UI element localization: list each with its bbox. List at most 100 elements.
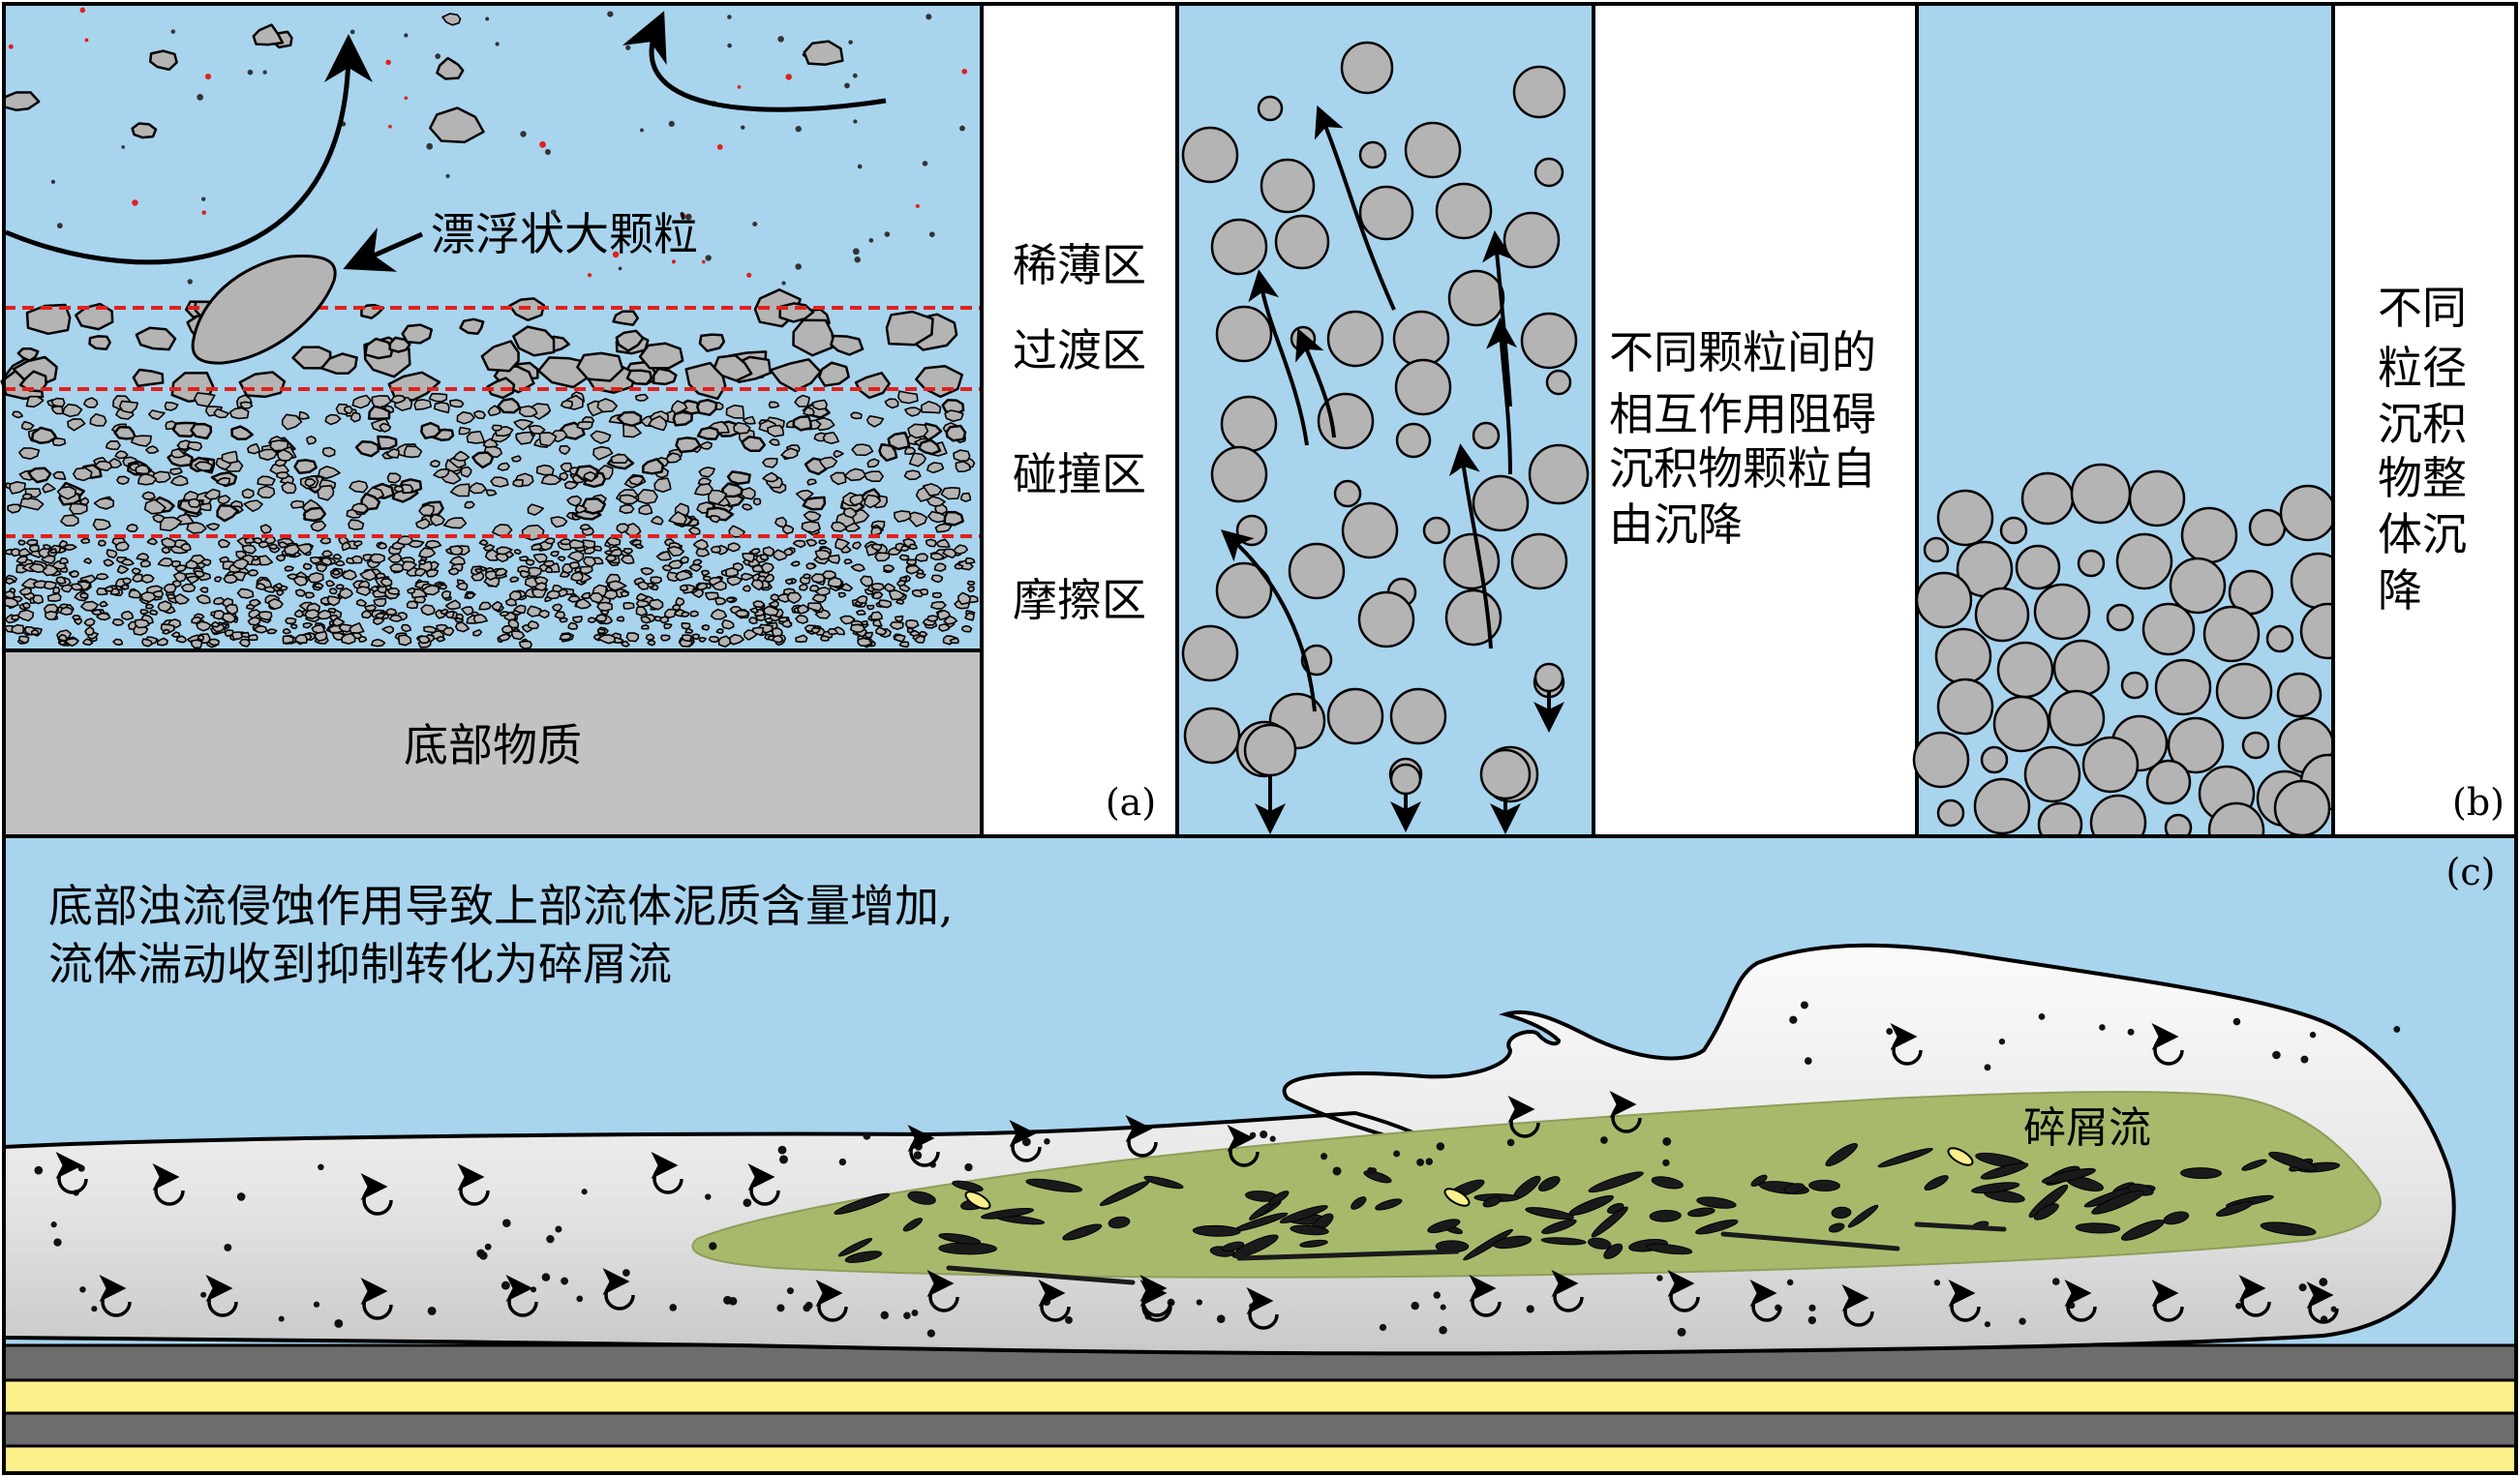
- collision-grain: [420, 421, 441, 439]
- friction-grain: [274, 583, 284, 589]
- collision-grain: [922, 483, 943, 497]
- collision-grain: [592, 445, 614, 461]
- collision-grain: [833, 449, 844, 459]
- friction-grain: [635, 606, 648, 617]
- collision-grain: [803, 407, 815, 416]
- friction-grain: [18, 587, 32, 596]
- suspended-grain: [1506, 1138, 1515, 1147]
- hindered-particle: [1260, 158, 1316, 214]
- friction-grain: [207, 638, 220, 647]
- debris-clast: [1299, 1239, 1328, 1248]
- friction-grain: [849, 623, 865, 633]
- debris-clast: [1062, 1223, 1103, 1241]
- transition-grain: [132, 368, 165, 388]
- hindered-particle: [1444, 588, 1503, 647]
- panel-c: 碎屑流 底部浊流侵蚀作用导致上部流体泥质含量增加, 流体湍动收到抑制转化为碎屑流…: [2, 834, 2518, 1475]
- transition-grain: [16, 347, 40, 362]
- collision-grain: [281, 481, 297, 495]
- eddy-icon: [1009, 1120, 1042, 1162]
- friction-grain: [695, 546, 711, 558]
- collision-grain: [559, 444, 571, 455]
- suspended-grain: [926, 1329, 935, 1338]
- friction-grain: [218, 538, 230, 549]
- collision-grain: [513, 419, 534, 431]
- debris-clast: [1463, 1228, 1513, 1261]
- dilute-fine-grain: [884, 231, 891, 237]
- transition-grain: [75, 302, 114, 331]
- debris-clast: [1540, 1237, 1587, 1246]
- collision-grain: [497, 397, 522, 414]
- collision-grain: [126, 523, 138, 532]
- collision-grain: [616, 523, 629, 534]
- collision-grain: [668, 511, 687, 526]
- zone-label-friction: 摩擦区: [1013, 574, 1146, 626]
- friction-grain: [557, 556, 566, 562]
- settled-particle: [2070, 463, 2132, 525]
- settled-particle: [2081, 736, 2140, 794]
- friction-grain: [16, 609, 35, 622]
- eddy-icon: [1469, 1275, 1502, 1317]
- friction-grain: [721, 618, 735, 630]
- friction-grain: [734, 609, 749, 618]
- suspended-grain: [313, 1301, 320, 1308]
- dilute-fine-grain: [187, 279, 193, 285]
- dilute-fine-grain: [795, 263, 802, 270]
- friction-grain: [223, 574, 238, 585]
- friction-grain: [584, 546, 596, 555]
- collision-grain: [141, 491, 156, 500]
- hindered-flow-arrows: [1220, 105, 1564, 834]
- panel-a-base: [2, 648, 984, 838]
- settled-particle: [1973, 777, 2031, 835]
- collision-grain: [512, 479, 524, 488]
- suspended-grain: [1662, 1159, 1670, 1167]
- collision-grain: [456, 410, 475, 425]
- friction-grain: [872, 591, 884, 600]
- friction-grain: [157, 600, 172, 613]
- dilute-fine-grain: [844, 82, 850, 89]
- friction-grain: [406, 600, 419, 610]
- friction-grain: [784, 578, 794, 586]
- collision-grain: [303, 506, 327, 523]
- debris-clast: [952, 1180, 984, 1192]
- friction-grain: [568, 561, 581, 570]
- settled-particle: [1936, 799, 1965, 828]
- friction-grain: [542, 559, 556, 567]
- settled-particle: [1980, 745, 2009, 774]
- collision-grain: [903, 469, 922, 481]
- mass-text-line-6: 降: [2378, 564, 2422, 617]
- friction-grain: [353, 540, 363, 548]
- eddy-icon: [1749, 1280, 1782, 1322]
- suspended-grain: [1044, 1138, 1050, 1145]
- friction-grain: [702, 575, 713, 582]
- friction-grain: [942, 548, 957, 559]
- transition-grain: [364, 337, 394, 360]
- friction-grain: [843, 558, 853, 565]
- friction-grain: [71, 583, 84, 591]
- collision-grain: [351, 394, 372, 409]
- friction-grain: [445, 611, 455, 618]
- dilute-fine-grain: [404, 33, 409, 38]
- friction-grain: [423, 625, 438, 634]
- friction-grain: [424, 539, 442, 549]
- debris-clast: [1808, 1179, 1840, 1191]
- suspended-grain: [911, 1310, 919, 1316]
- friction-grain: [705, 591, 719, 601]
- debris-clast: [2241, 1159, 2267, 1171]
- collision-grain: [259, 524, 272, 534]
- eddy-icon: [2238, 1275, 2271, 1317]
- hindered-particle: [1358, 140, 1387, 169]
- hindered-particle: [1183, 707, 1241, 765]
- collision-grain: [78, 497, 89, 506]
- collision-grain: [148, 409, 166, 421]
- collision-grain: [62, 403, 83, 418]
- hindered-particle: [1235, 514, 1268, 547]
- collision-grain: [742, 503, 753, 511]
- suspended-grain: [34, 1165, 44, 1175]
- dilute-fine-grain: [777, 36, 784, 43]
- friction-grain: [5, 577, 15, 586]
- friction-grain: [341, 632, 356, 645]
- suspended-grain: [1021, 1137, 1031, 1147]
- suspended-grain: [1260, 1130, 1268, 1139]
- transition-grain: [698, 333, 726, 352]
- friction-grain: [52, 587, 61, 594]
